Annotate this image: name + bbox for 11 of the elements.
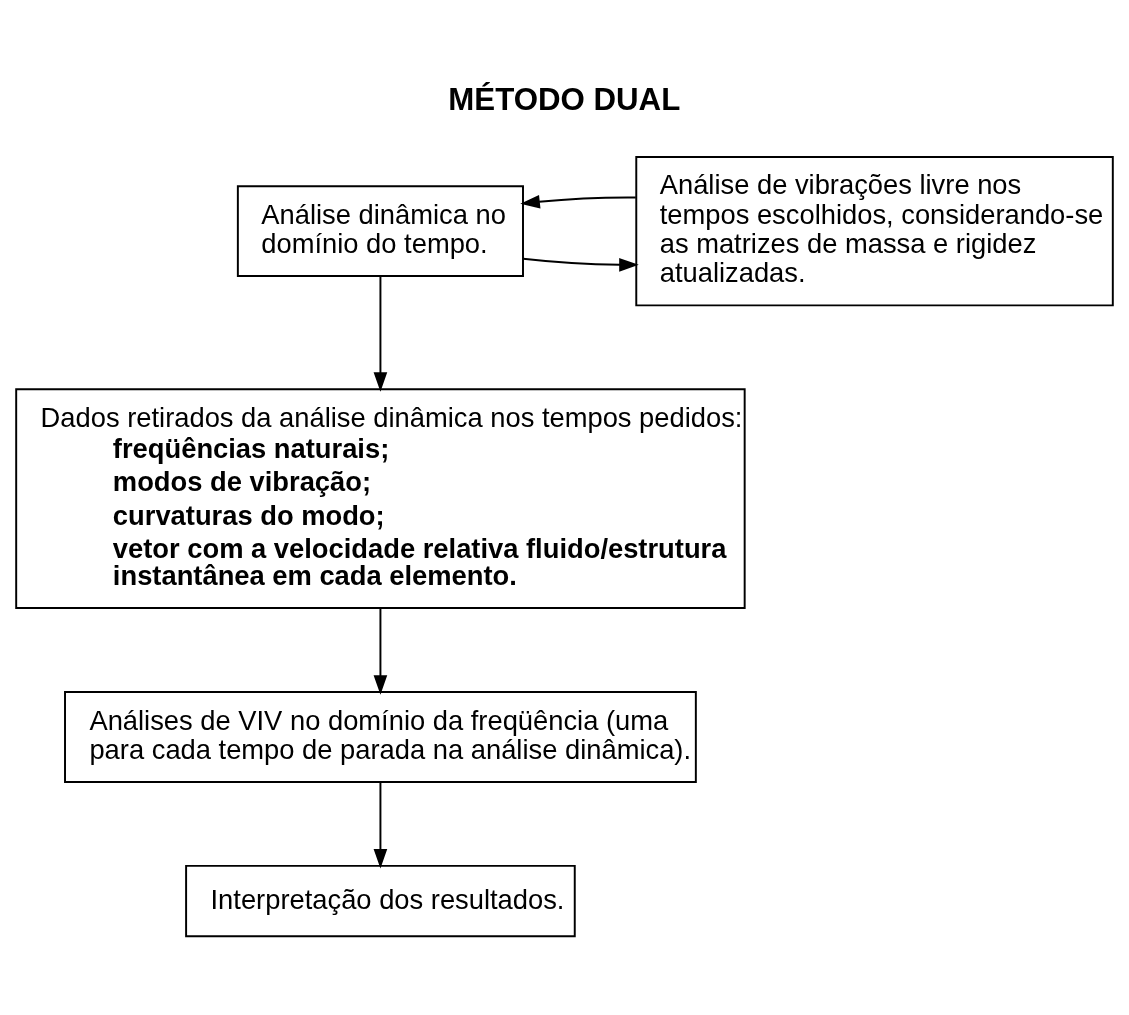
arrow [373,275,388,392]
arrow [522,257,639,272]
node-box: Dados retirados da análise dinâmica nos tempos pedidos: freqüências naturais; modos de vibração; curvaturas do modo; vetor com a velocidade relativa fluido/estrutura instantânea em cada elemento. [15,388,746,610]
node-box: Análises de VIV no domínio da freqüência (uma para cada tempo de parada na análise dinâmica). [64,691,697,783]
diagram-title: MÉTODO DUAL [448,81,681,117]
node-box: Análise dinâmica no domínio do tempo. [236,185,524,278]
arrow [373,781,388,869]
node-box: Análise de vibrações livre nos tempos escolhidos, considerando-se as matrizes de massa e rigidez atualizadas. [635,155,1114,307]
arrow [520,194,637,209]
arrow [373,607,388,695]
node-box: Interpretação dos resultados. [185,864,576,938]
